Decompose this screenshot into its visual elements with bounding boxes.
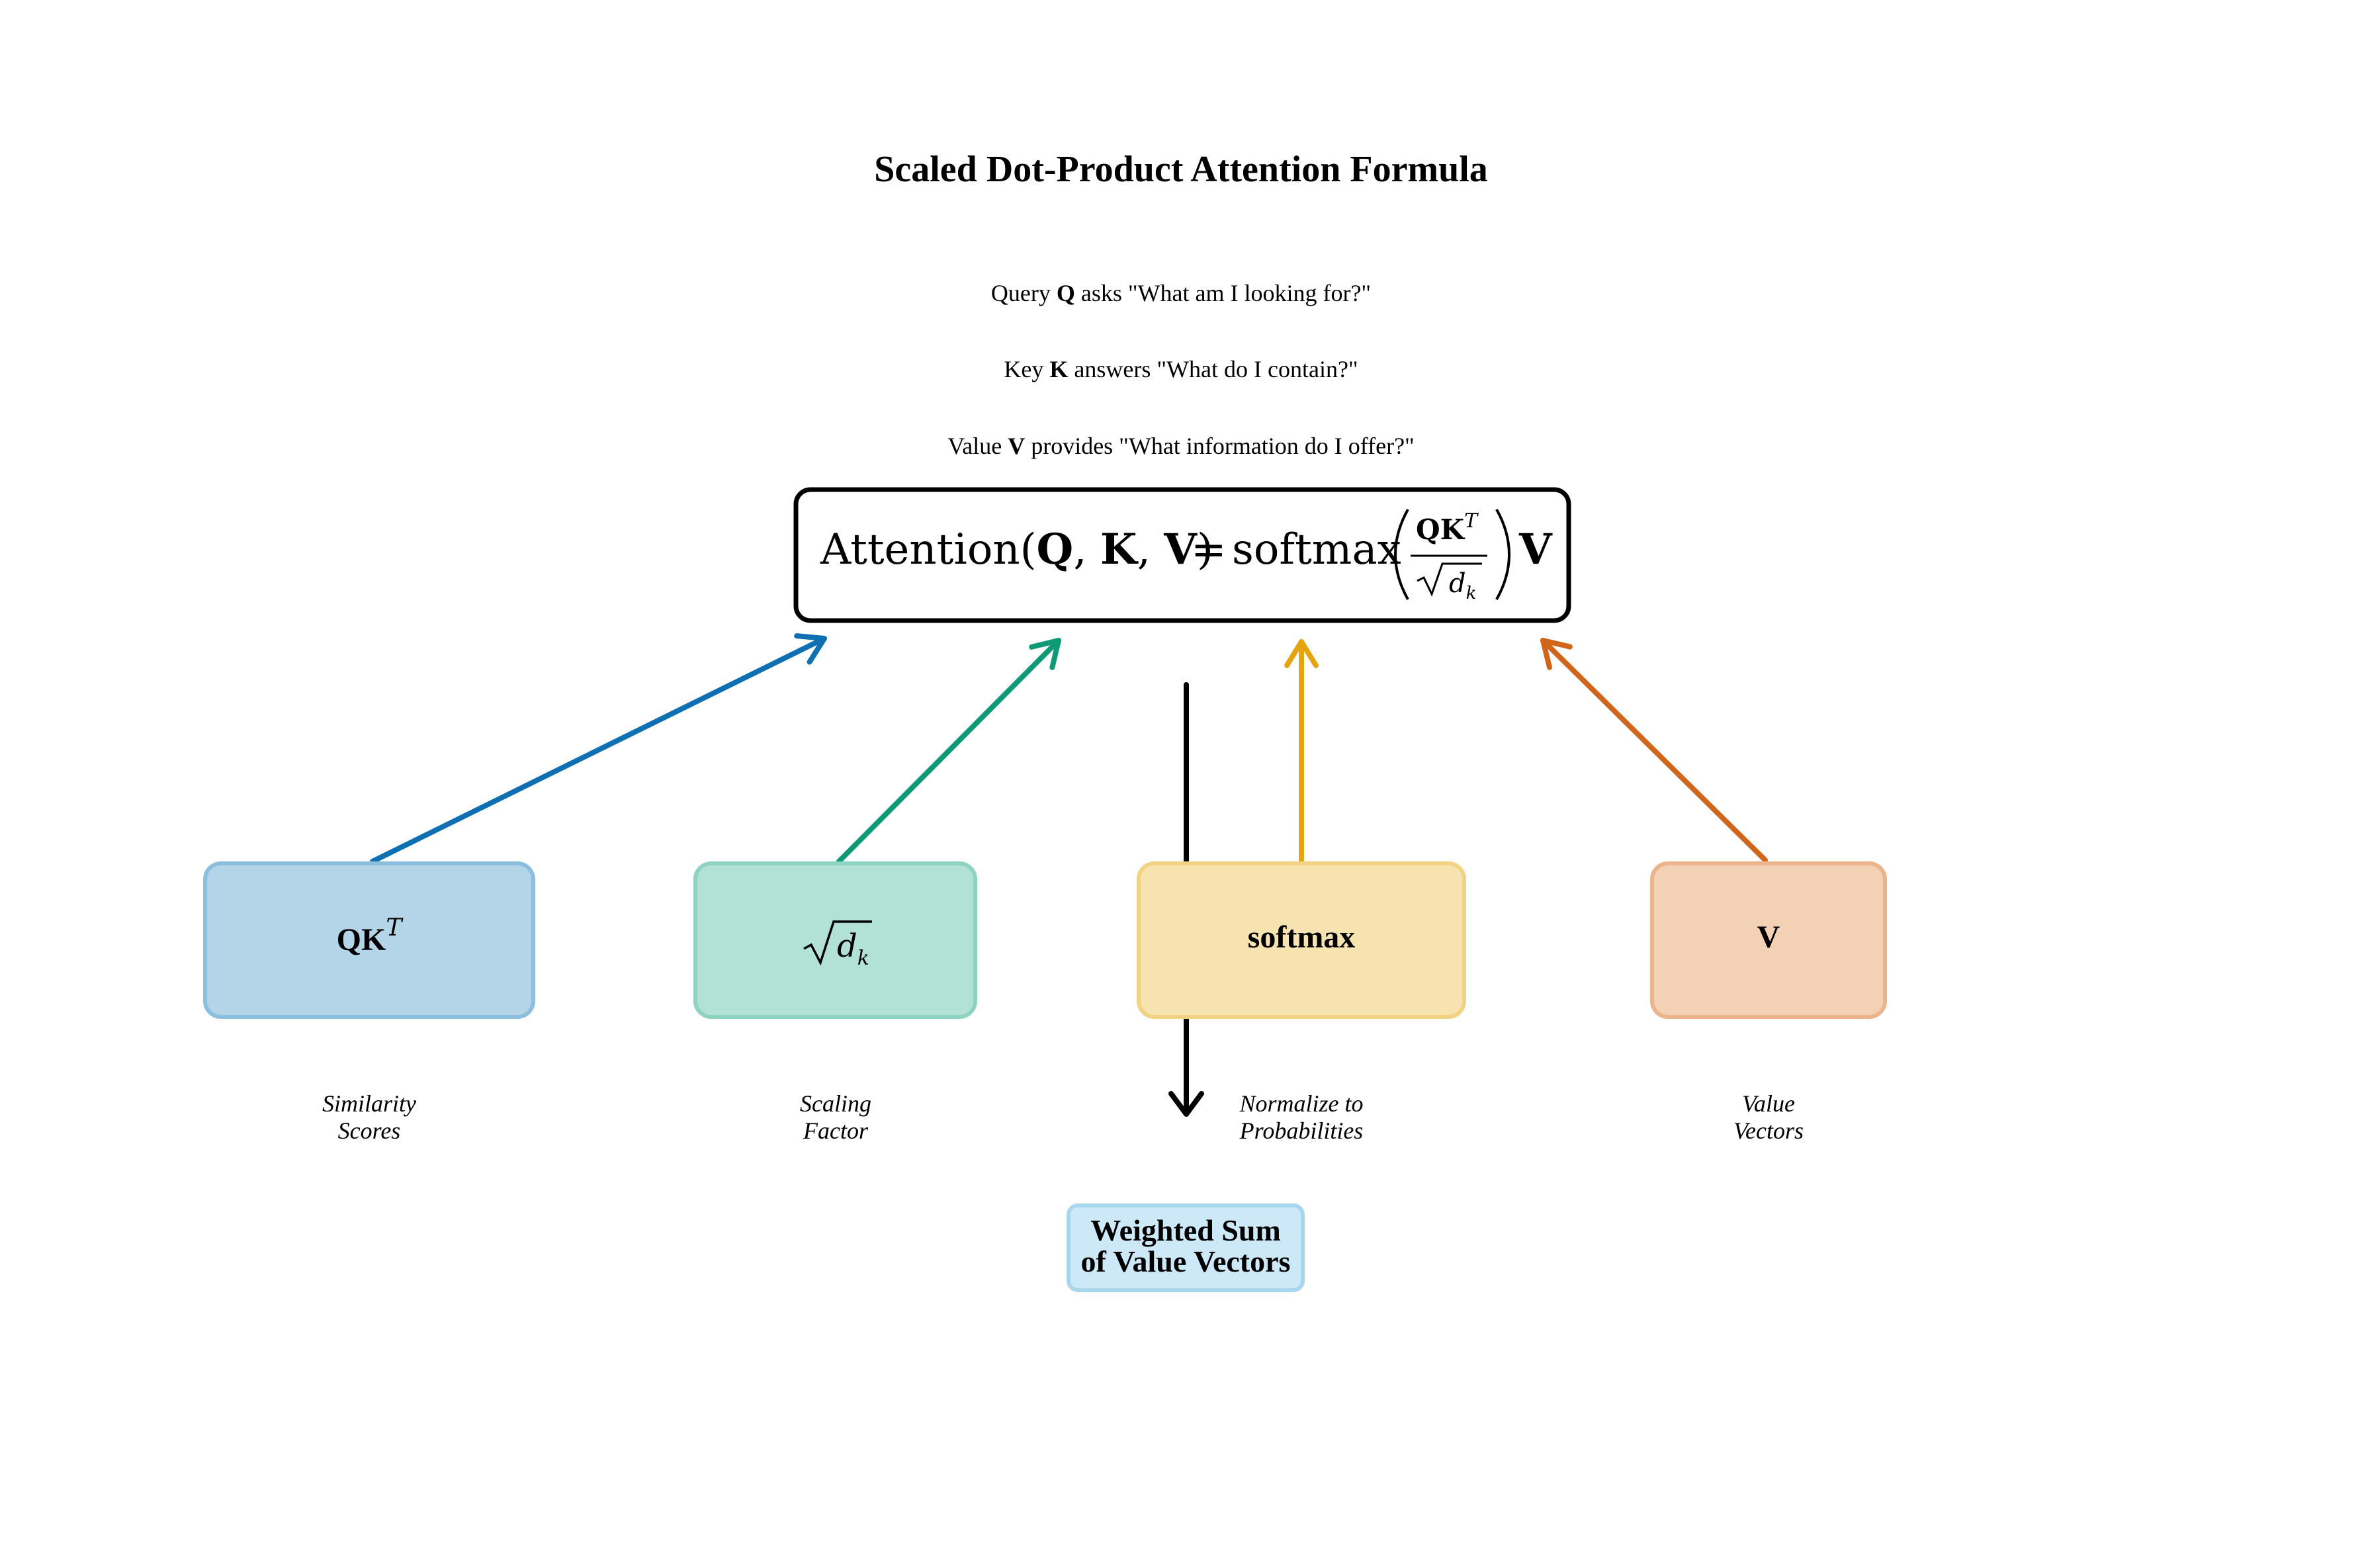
formula-denominator: dk [1449, 568, 1476, 603]
formula-sqrt-sign [1417, 562, 1482, 597]
arrow-qkt [370, 633, 827, 864]
sqrt-icon [803, 920, 872, 966]
formula-left-paren [1394, 509, 1409, 600]
component-qkt: QKT [203, 861, 535, 1019]
formula-lhs: Attention(Q, K, V) [820, 525, 1213, 574]
formula-equals: = [1191, 525, 1227, 574]
formula-softmax: softmax [1232, 525, 1401, 574]
intro-key-line: Key K answers "What do I contain?" [1004, 356, 1358, 382]
component-sqrt-dk-label: dk [837, 928, 869, 970]
intro-value-line: Value V provides "What information do I … [947, 433, 1415, 459]
arrow-sqrt-dk [836, 638, 1061, 864]
diagram-title: Scaled Dot-Product Attention Formula [874, 149, 1488, 190]
component-sqrt-dk: dk [693, 861, 977, 1019]
component-v: V [1650, 861, 1887, 1019]
arrow-group [370, 633, 1768, 864]
arrow-v [1540, 638, 1768, 863]
intro-query-line: Query Q asks "What am I looking for?" [991, 280, 1371, 306]
formula-numerator: QKT [1416, 509, 1479, 546]
component-softmax-label: softmax [1248, 920, 1356, 955]
component-v-label: V [1757, 920, 1780, 955]
formula-box: Attention(Q, K, V) = softmax QKT dk V [793, 487, 1571, 623]
component-softmax: softmax [1137, 861, 1466, 1019]
formula-right-paren [1495, 509, 1510, 600]
arrow-softmax [1284, 639, 1319, 863]
component-qkt-label: QKT [337, 914, 404, 957]
formula-trailing-v: V [1518, 525, 1553, 574]
